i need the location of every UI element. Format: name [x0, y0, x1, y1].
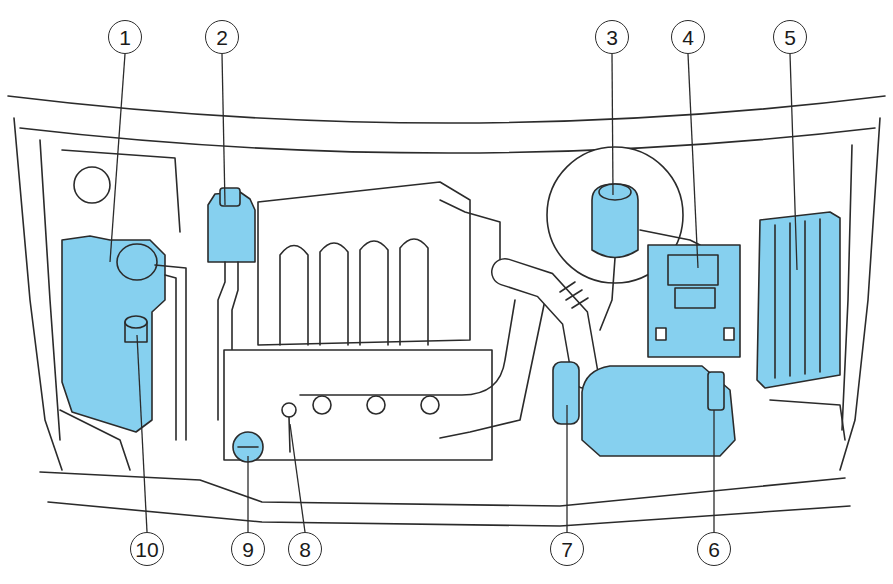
left-fender	[14, 118, 62, 470]
leader-line	[137, 335, 147, 532]
strut-top	[74, 167, 110, 203]
cap-grip	[238, 446, 258, 448]
washer-cap	[125, 316, 147, 328]
fluid-line	[600, 258, 615, 330]
coolant-hose	[165, 275, 176, 440]
callout-number: 1	[108, 20, 142, 54]
callout-number: 4	[671, 20, 705, 54]
callout-number: 7	[550, 532, 584, 566]
dipstick	[289, 417, 290, 452]
callout-number: 5	[773, 20, 807, 54]
battery-label	[675, 288, 715, 308]
reservoir-cap	[599, 184, 631, 200]
battery	[648, 245, 740, 357]
hose-ribs	[560, 282, 588, 308]
leader-line	[247, 456, 248, 532]
coolant-hose	[155, 265, 186, 440]
panel-bracket	[770, 400, 845, 440]
leader-line	[222, 54, 225, 205]
battery-terminal	[656, 328, 666, 340]
intake-hose	[505, 272, 585, 375]
intake-runner	[360, 241, 388, 345]
leader-line	[110, 54, 125, 262]
sensor	[553, 362, 579, 424]
air-filter-box	[582, 366, 735, 456]
leader-line	[790, 54, 797, 270]
intake-runner	[320, 243, 348, 345]
manifold-edge	[440, 200, 500, 262]
fuel-rail	[300, 300, 515, 395]
right-fender	[840, 118, 880, 470]
leader-line	[713, 410, 714, 532]
cylinder-head	[224, 350, 492, 460]
filter-clip	[708, 372, 724, 410]
injector	[313, 396, 331, 414]
front-panel	[40, 472, 845, 506]
reservoir-cap	[117, 244, 157, 280]
callout-number: 8	[288, 532, 322, 566]
cowl-line	[20, 128, 875, 153]
power-steering-reservoir	[592, 184, 638, 258]
wire-harness	[440, 300, 545, 438]
intake-runner	[400, 239, 428, 345]
intake-runner	[280, 246, 308, 346]
front-panel-lower	[48, 502, 850, 526]
fuse-box-ribs	[775, 219, 820, 378]
injector	[421, 396, 439, 414]
reservoir-cap	[220, 188, 240, 206]
left-inner-fender	[40, 140, 60, 440]
intake-hose-outline	[505, 272, 585, 375]
coolant-reservoir	[62, 236, 165, 432]
right-inner-fender	[842, 145, 852, 430]
leader-line	[566, 405, 567, 532]
callout-number: 6	[697, 532, 731, 566]
leader-line	[688, 54, 698, 268]
hood-edge	[8, 96, 885, 123]
booster-line	[640, 230, 700, 245]
battery-label	[668, 255, 718, 285]
leader-line	[290, 424, 305, 532]
battery-terminal	[724, 328, 734, 340]
injector	[367, 396, 385, 414]
callout-number: 2	[205, 20, 239, 54]
leader-line	[612, 54, 613, 195]
callout-number: 10	[130, 532, 164, 566]
dipstick-handle	[282, 403, 296, 417]
fuse-box	[757, 212, 840, 388]
callout-number: 9	[231, 532, 265, 566]
callout-number: 3	[595, 20, 629, 54]
intake-manifold	[258, 182, 470, 345]
strut-housing	[62, 150, 180, 232]
